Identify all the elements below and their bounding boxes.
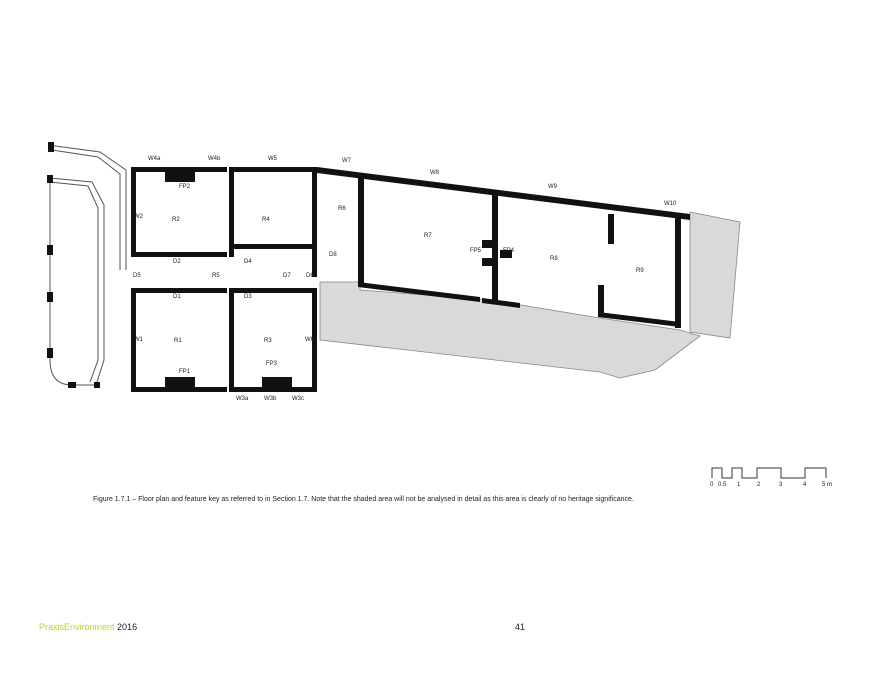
plan-labels: R2 R4 R6 R7 R8 R9 R5 R1 R3 D1 D2 D3 D4 D… [133,156,677,402]
door-label: D4 [244,259,252,265]
window-label: W4a [148,156,161,162]
window-label: W7 [342,158,352,164]
shaded-area-east [689,211,741,339]
scale-tick-label: 1 [737,482,741,488]
room-label: R3 [264,338,272,344]
window-label: W3c [292,396,304,402]
scale-tick-label: 3 [779,482,783,488]
room-label: R6 [338,206,346,212]
page-number: 41 [515,622,526,632]
window-label: W3b [264,396,277,402]
door-label: D1 [173,294,181,300]
door-label: D6 [306,273,314,279]
door-label: D3 [244,294,252,300]
footer-credit: PraxisEnvironment 2016 [39,622,137,632]
window-label: W9 [548,184,558,190]
walls-west-block [131,167,317,392]
window-label: W1 [134,337,144,343]
room-label: R4 [262,217,270,223]
veranda-outline [47,144,127,386]
shaded-area [319,281,701,379]
scale-tick-label: 2 [757,482,761,488]
room-label: R2 [172,217,180,223]
fireplace-label: FP1 [179,369,191,375]
room-label: R8 [550,256,558,262]
fireplace-label: FP3 [266,361,278,367]
figure-caption: Figure 1.7.1 – Floor plan and feature ke… [93,496,634,503]
window-label: W4b [208,156,221,162]
room-label: R9 [636,268,644,274]
door-label: D7 [283,273,291,279]
walls-east-block [317,167,690,328]
window-label: W3a [236,396,249,402]
scale-tick-label: 4 [803,482,807,488]
scale-tick-label: 5 m [822,482,832,488]
scale-bar-labels: 0 0.5 1 2 3 4 5 m [710,482,832,488]
footer-brand: PraxisEnvironment [39,622,115,632]
scale-bar [711,467,827,479]
room-label: R7 [424,233,432,239]
veranda-posts [47,142,100,388]
window-label: W2 [134,214,144,220]
door-label: D5 [133,273,141,279]
scale-tick-label: 0.5 [718,482,727,488]
door-label: D2 [173,259,181,265]
window-label: W8 [430,170,440,176]
fireplace-label: FP5 [470,248,482,254]
window-label: W10 [664,201,677,207]
fireplace-label: FP4 [503,248,515,254]
door-label: D8 [329,252,337,258]
window-label: W6 [305,337,315,343]
footer-year: 2016 [117,622,138,632]
scale-tick-label: 0 [710,482,714,488]
room-label: R5 [212,273,220,279]
window-label: W5 [268,156,278,162]
room-label: R1 [174,338,182,344]
fireplace-label: FP2 [179,184,191,190]
